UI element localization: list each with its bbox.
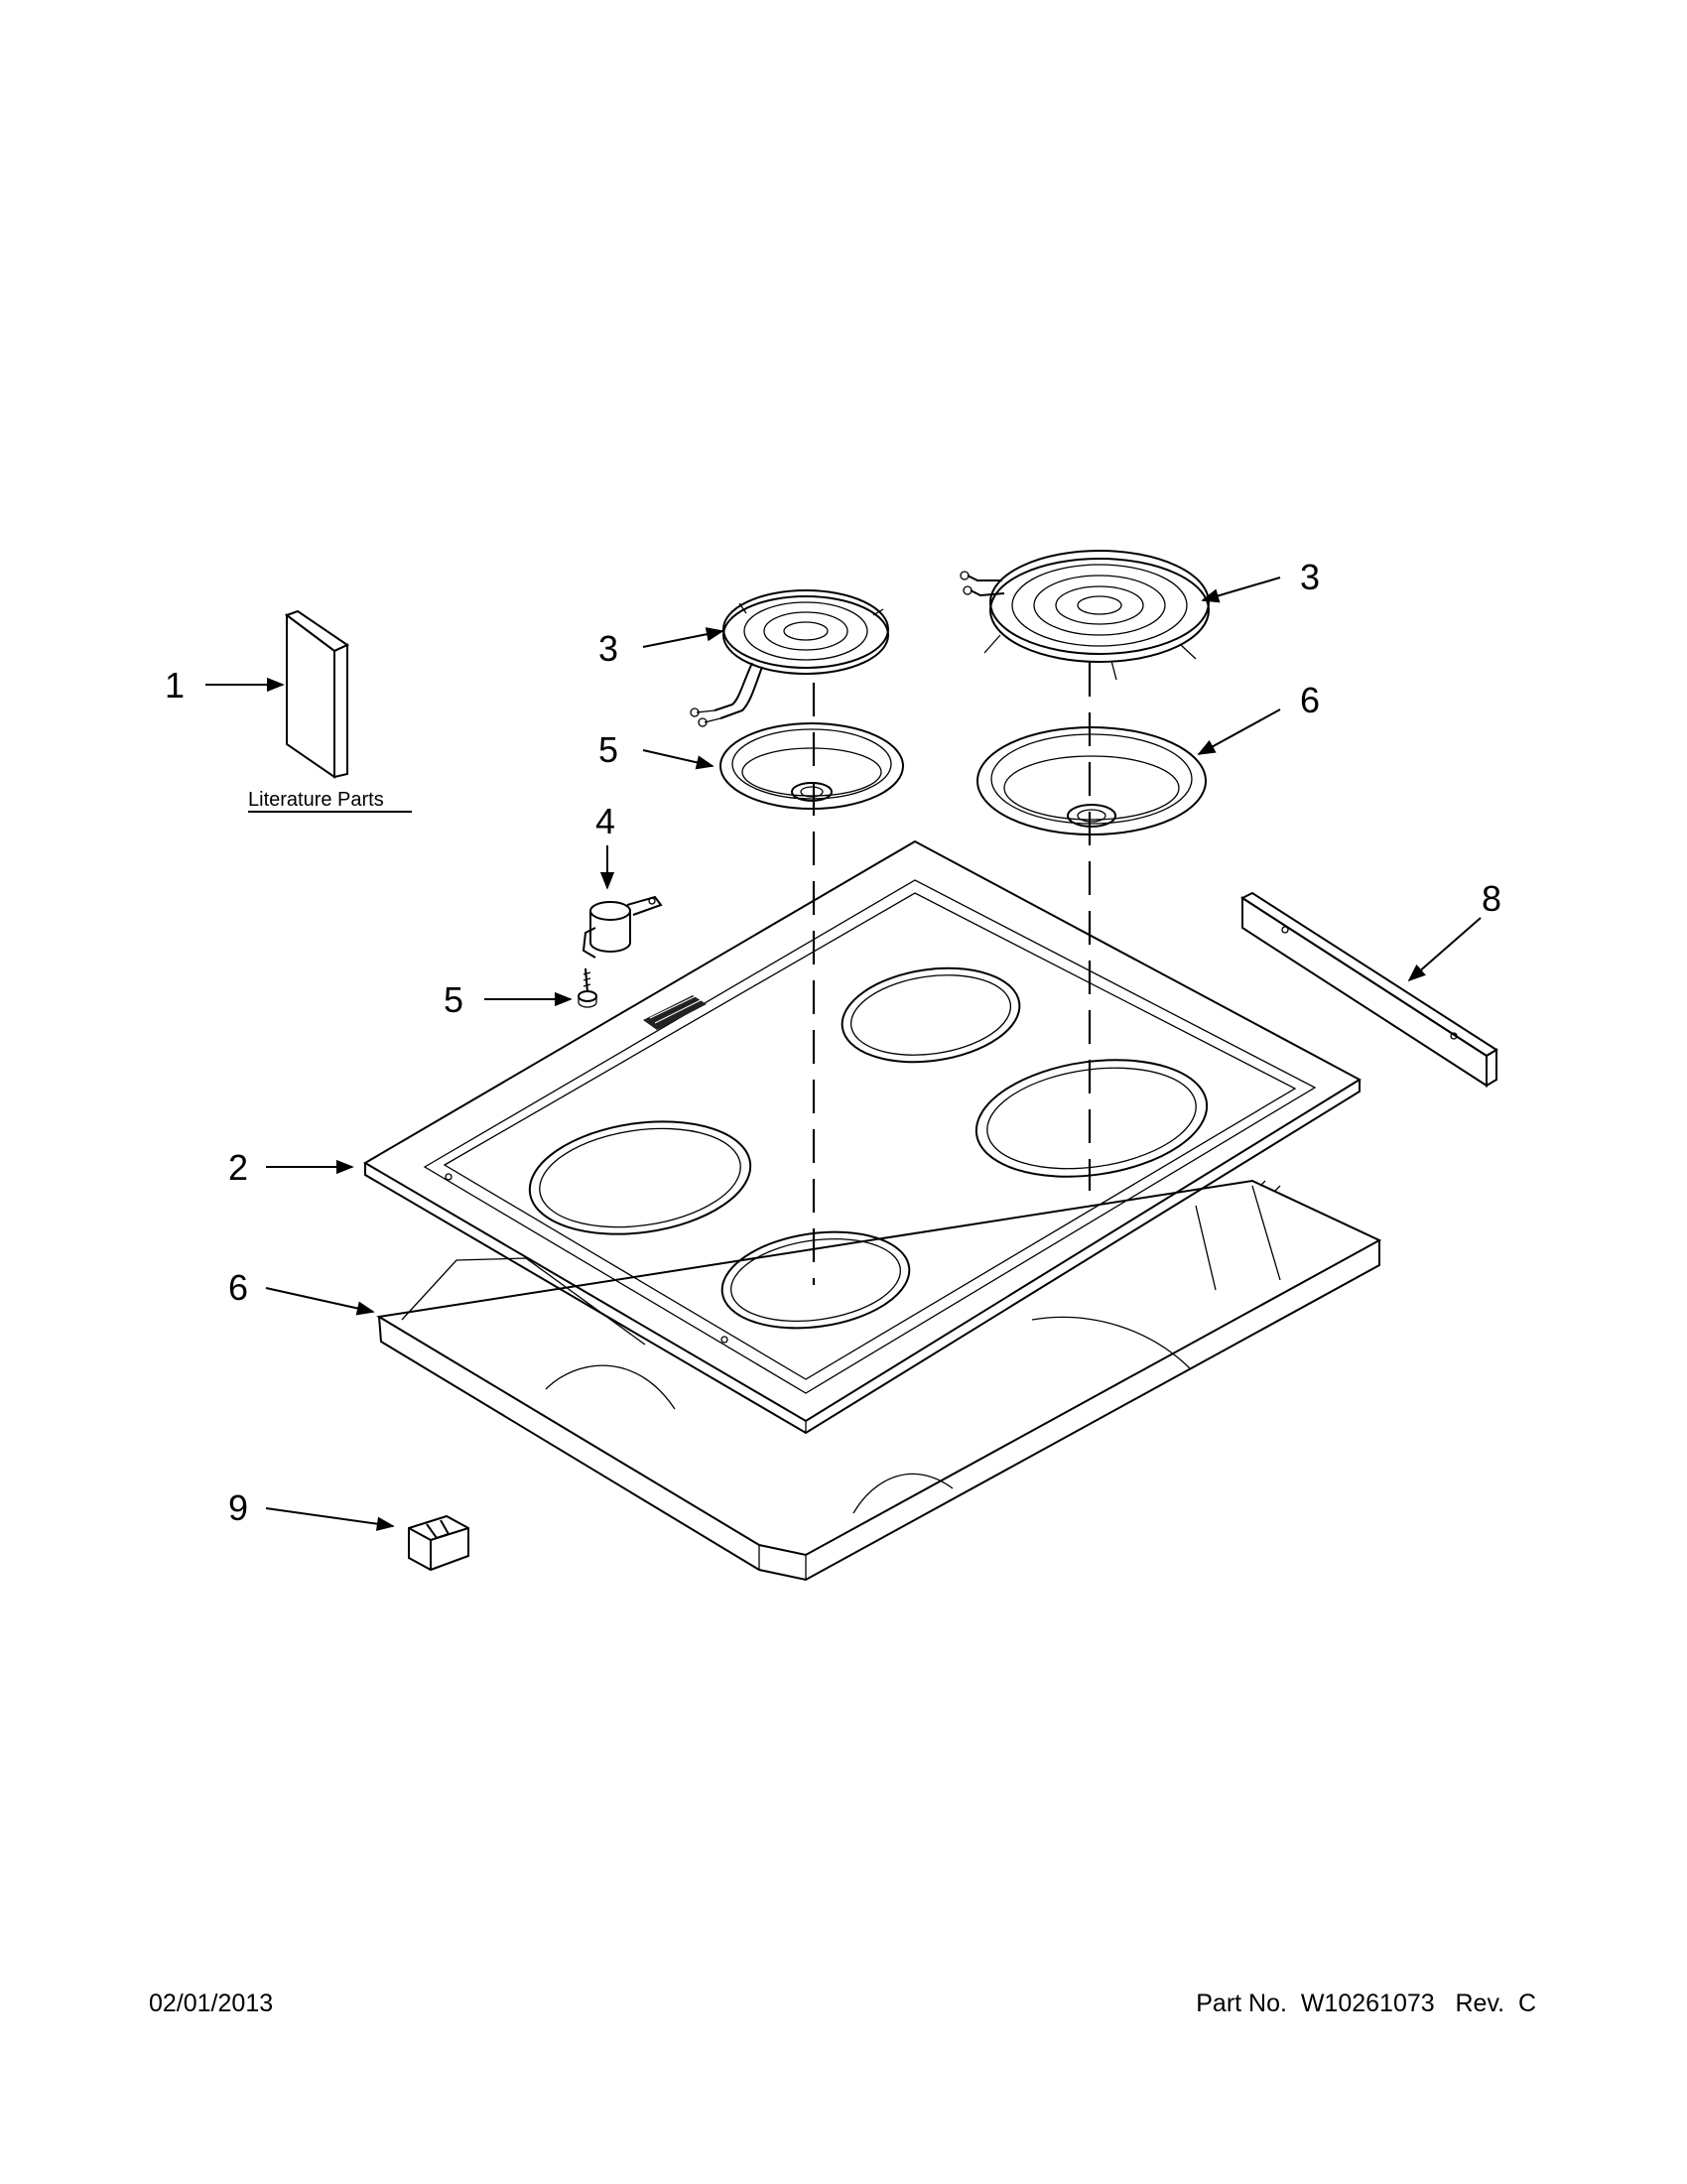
cooktop [363,839,1363,1435]
callout-7-left: 5 [598,729,618,770]
surface-element-small [690,589,889,727]
drip-bowl-large [976,726,1207,835]
footer-part-number: Part No. W10261073 Rev. C [1196,1990,1536,2017]
callout-1: 1 [165,665,185,706]
vent-grille [643,993,707,1030]
spacer-block [408,1514,469,1572]
drip-bowl-small [719,722,904,810]
callout-3-right: 3 [1300,557,1320,597]
callout-6: 6 [228,1267,248,1308]
callout-9: 9 [228,1487,248,1528]
callout-4: 4 [595,801,615,841]
screw [578,967,597,1008]
burner-box [376,1179,1382,1582]
bracket [1239,891,1498,1088]
callout-5: 5 [444,979,463,1020]
callout-3-left: 3 [598,628,618,669]
terminal-block [582,895,663,959]
literature-booklet [284,609,350,779]
callout-2: 2 [228,1147,248,1188]
literature-parts-label: Literature Parts [248,789,384,811]
surface-element-large [960,550,1210,681]
callout-7-right: 6 [1300,680,1320,720]
callout-8: 8 [1482,878,1501,919]
footer-date: 02/01/2013 [149,1990,274,2017]
